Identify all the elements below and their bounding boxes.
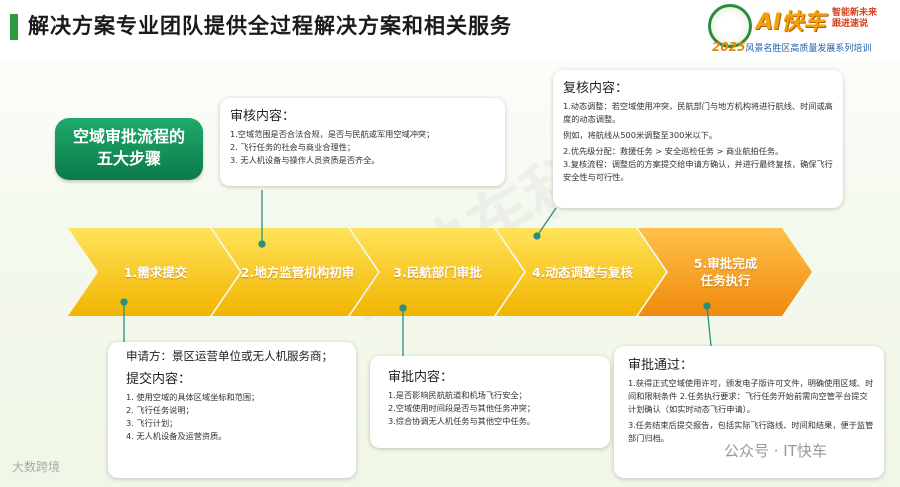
approval-item-1: 1.是否影响民航航道和机场飞行安全； bbox=[388, 390, 527, 400]
approved-item-1: 1.获得正式空域使用许可，颁发电子版许可文件，明确使用区域、时间和限制条件 2.… bbox=[628, 378, 874, 414]
approval-item-2: 2.空域使用时间段是否与其他任务冲突； bbox=[388, 403, 535, 413]
review-item-1: 1.空域范围是否合法合规，是否与民航或军用空域冲突； bbox=[230, 129, 435, 139]
training-subtitle: 2025风景名胜区高质量发展系列培训 bbox=[712, 40, 871, 54]
brand-logo: AI快车 bbox=[756, 10, 826, 35]
approval-content-card: 审批内容： 1.是否影响民航航道和机场飞行安全； 2.空域使用时间段是否与其他任… bbox=[370, 356, 610, 448]
recheck-item-3: 2.优先级分配：救援任务 > 安全巡检任务 > 商业航拍任务。 bbox=[563, 146, 784, 156]
source-watermark-right: 公众号 · IT快车 bbox=[724, 442, 827, 460]
review-content-card: 审核内容： 1.空域范围是否合法合规，是否与民航或军用空域冲突； 2. 飞行任务… bbox=[220, 98, 505, 186]
step-label-5-line1: 5.审批完成 bbox=[693, 256, 758, 271]
submit-item-3: 3. 飞行计划； bbox=[126, 418, 178, 428]
submit-item-2: 2. 飞行任务说明； bbox=[126, 405, 194, 415]
connector-dot-recheck bbox=[533, 232, 541, 240]
review-card-heading: 审核内容： bbox=[230, 109, 296, 124]
recheck-item-2: 例如，将航线从500米调整至300米以下。 bbox=[563, 130, 718, 140]
approved-content-card: 审批通过： 1.获得正式空域使用许可，颁发电子版许可文件，明确使用区域、时间和限… bbox=[614, 346, 884, 478]
source-watermark-left: 大数跨境 bbox=[12, 460, 61, 474]
recheck-card-heading: 复核内容： bbox=[563, 81, 629, 96]
approved-card-heading: 审批通过： bbox=[628, 358, 694, 373]
connector-dot-approval bbox=[399, 304, 407, 312]
subtitle-text: 风景名胜区高质量发展系列培训 bbox=[745, 44, 872, 54]
brand-tagline-2: 跟进速说 bbox=[832, 19, 869, 29]
step-label-1: 1.需求提交 bbox=[123, 265, 188, 280]
badge-line-1: 空域审批流程的 bbox=[72, 127, 185, 146]
connector-dot-review bbox=[258, 240, 266, 248]
approved-item-2: 3.任务结束后提交报告，包括实际飞行路线、时间和结果，便于监管部门归档。 bbox=[628, 420, 874, 443]
title-accent-bar bbox=[10, 14, 18, 40]
submit-item-4: 4. 无人机设备及运营资质。 bbox=[126, 431, 227, 441]
brand-tagline: 智能新未来 跟进速说 bbox=[832, 8, 877, 30]
submit-item-1: 1. 使用空域的具体区域坐标和范围； bbox=[126, 392, 260, 402]
step-label-5: 5.审批完成 任务执行 bbox=[668, 255, 783, 289]
submit-content-card: 申请方：景区运营单位或无人机服务商； 提交内容： 1. 使用空域的具体区域坐标和… bbox=[108, 342, 356, 478]
connector-dot-submit bbox=[120, 298, 128, 306]
steps-title-badge: 空域审批流程的 五大步骤 bbox=[55, 118, 203, 180]
step-label-5-line2: 任务执行 bbox=[700, 273, 751, 288]
recheck-content-card: 复核内容： 1.动态调整：若空域使用冲突，民航部门与地方机构将进行航线、时间或高… bbox=[553, 70, 843, 208]
page-title: 解决方案专业团队提供全过程解决方案和相关服务 bbox=[28, 14, 512, 38]
step-label-2: 2.地方监管机构初审 bbox=[240, 265, 355, 280]
connector-dot-approved bbox=[703, 302, 711, 310]
subtitle-year: 2025 bbox=[712, 40, 746, 54]
step-label-3: 3.民航部门审批 bbox=[393, 265, 482, 280]
submit-card-heading: 提交内容： bbox=[126, 372, 192, 387]
submit-applicant: 申请方：景区运营单位或无人机服务商； bbox=[126, 349, 333, 363]
badge-line-2: 五大步骤 bbox=[96, 149, 161, 168]
approval-item-3: 3.综合协调无人机任务与其他空中任务。 bbox=[388, 416, 535, 426]
brand-tagline-1: 智能新未来 bbox=[832, 8, 878, 18]
scenic-area-seal-logo bbox=[708, 4, 752, 48]
connector-recheck bbox=[536, 207, 557, 237]
review-item-3: 3. 无人机设备与操作人员资质是否齐全。 bbox=[230, 155, 380, 165]
recheck-item-4: 3.复核流程：调整后的方案提交给申请方确认，并进行最终复核，确保飞行安全性与可行… bbox=[563, 159, 833, 182]
review-item-2: 2. 飞行任务的社会与商业合理性； bbox=[230, 142, 356, 152]
approval-card-heading: 审批内容： bbox=[388, 370, 454, 385]
recheck-item-1: 1.动态调整：若空域使用冲突，民航部门与地方机构将进行航线、时间或高度的动态调整… bbox=[563, 101, 833, 124]
step-label-4: 4.动态调整与复核 bbox=[532, 265, 633, 280]
